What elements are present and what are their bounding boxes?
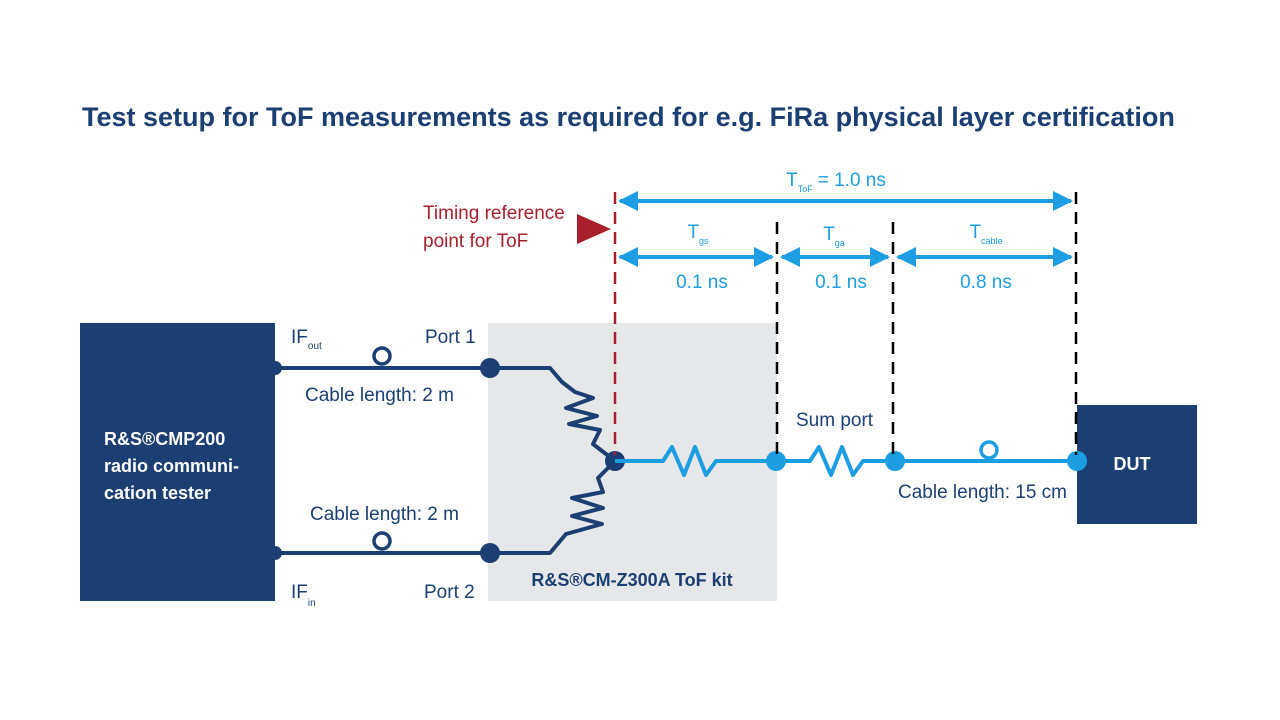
- port2-label: Port 2: [424, 582, 475, 603]
- port2-connector-dot: [480, 543, 500, 563]
- cable-bottom-label: Cable length: 2 m: [310, 504, 459, 525]
- if-out-connector-dot: [268, 361, 282, 375]
- tester-label-line-1: R&S®CMP200: [104, 429, 225, 449]
- tester-label-line-3: cation tester: [104, 483, 211, 503]
- tof-total-label: TToF= 1.0 ns: [786, 170, 886, 194]
- tga-symbol: Tga: [823, 224, 845, 248]
- page-title: Test setup for ToF measurements as requi…: [82, 102, 1175, 132]
- timing-reference-triangle-icon: [577, 214, 611, 244]
- dut-label: DUT: [1114, 454, 1151, 474]
- timing-reference-label-line-2: point for ToF: [423, 231, 528, 252]
- navy-wiring: [275, 366, 617, 555]
- cable-loop-dut-icon: [979, 440, 999, 460]
- sum-port-dot: [885, 451, 905, 471]
- tga-value: 0.1 ns: [815, 272, 867, 293]
- port1-label: Port 1: [425, 327, 476, 348]
- cable-loop-top-icon: [372, 346, 392, 366]
- tcable-symbol: Tcable: [969, 222, 1002, 246]
- if-in-label: IFin: [291, 582, 316, 609]
- tester-label-line-2: radio communi-: [104, 456, 239, 476]
- sum-port-label: Sum port: [796, 410, 874, 431]
- tester-box: [80, 323, 275, 601]
- tcable-value: 0.8 ns: [960, 272, 1012, 293]
- if-in-connector-dot: [268, 546, 282, 560]
- timing-reference-label-line-1: Timing reference: [423, 203, 565, 224]
- if-out-label: IFout: [291, 327, 322, 352]
- port1-connector-dot: [480, 358, 500, 378]
- cable-loop-bottom-icon: [372, 531, 392, 551]
- cable-top-label: Cable length: 2 m: [305, 385, 454, 406]
- dut-connector-dot: [1067, 451, 1087, 471]
- dut-box: [1077, 405, 1197, 524]
- kit-output-dot: [766, 451, 786, 471]
- blue-wiring: [615, 445, 1077, 477]
- tgs-value: 0.1 ns: [676, 272, 728, 293]
- tof-kit-label: R&S®CM-Z300A ToF kit: [531, 570, 732, 590]
- cable-dut-label: Cable length: 15 cm: [898, 482, 1067, 503]
- tgs-symbol: Tgs: [687, 222, 709, 246]
